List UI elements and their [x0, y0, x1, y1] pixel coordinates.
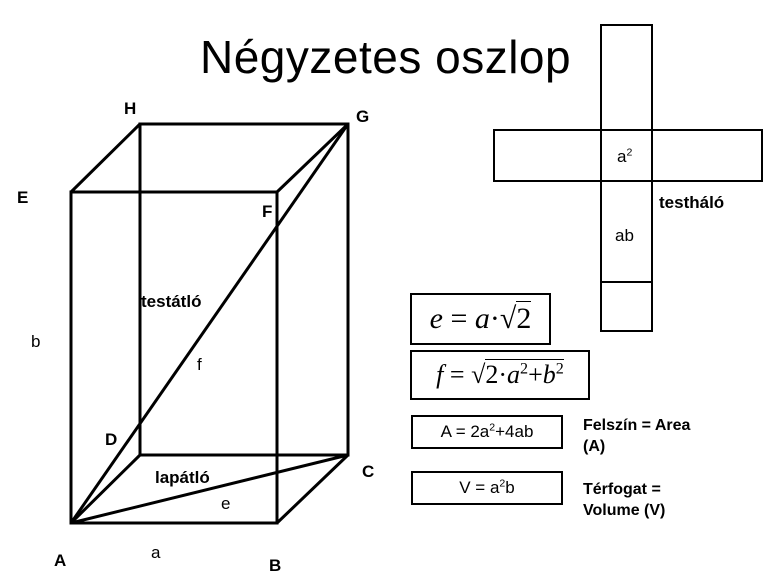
volume-formula: V = a2b — [459, 477, 515, 497]
vertex-F: F — [262, 202, 273, 221]
vertex-C: C — [362, 462, 375, 481]
front-face — [69, 190, 279, 525]
net-horizontal-strip — [493, 129, 763, 182]
back-face — [138, 122, 350, 457]
volume-label: Térfogat = Volume (V) — [583, 481, 666, 519]
net-label: testháló — [659, 193, 725, 212]
vertex-D: D — [105, 430, 118, 449]
net-vertical-strip — [600, 24, 653, 332]
vertex-B: B — [269, 556, 282, 575]
net-face-top-label: a2 — [617, 146, 633, 166]
sqrt-sign: √ — [471, 360, 486, 389]
face-diagonal-label: lapátló — [155, 468, 210, 487]
edge-BC — [275, 453, 350, 525]
page-title: Négyzetes oszlop — [200, 31, 572, 83]
edge-label-a: a — [151, 543, 161, 562]
edge-label-b: b — [31, 332, 41, 351]
formula-e-box: e = a·√2 — [410, 293, 551, 345]
area-formula: A = 2a2+4ab — [440, 421, 534, 441]
formula-e: e = a·√2 — [429, 301, 532, 335]
area-formula-box: A = 2a2+4ab — [411, 415, 563, 449]
vertex-E: E — [17, 188, 29, 207]
space-diagonal — [69, 123, 350, 524]
diagonal-label-f: f — [197, 355, 202, 374]
vertex-A: A — [54, 551, 67, 570]
edge-AD — [69, 453, 142, 525]
vertex-G: G — [356, 107, 370, 126]
formula-f-box: f = √2·a2+b2 — [410, 350, 590, 400]
sqrt-sign: √ — [499, 302, 517, 335]
space-diagonal-label: testátló — [141, 292, 202, 311]
edge-FG — [275, 122, 350, 194]
net-face-side-label: ab — [615, 226, 634, 245]
face-diagonal — [70, 453, 349, 525]
volume-formula-box: V = a2b — [411, 471, 563, 505]
edge-EH — [69, 122, 142, 194]
area-label: Felszín = Area (A) — [583, 417, 691, 455]
formula-f: f = √2·a2+b2 — [436, 359, 564, 389]
vertex-H: H — [124, 99, 137, 118]
diagonal-label-e: e — [221, 494, 231, 513]
